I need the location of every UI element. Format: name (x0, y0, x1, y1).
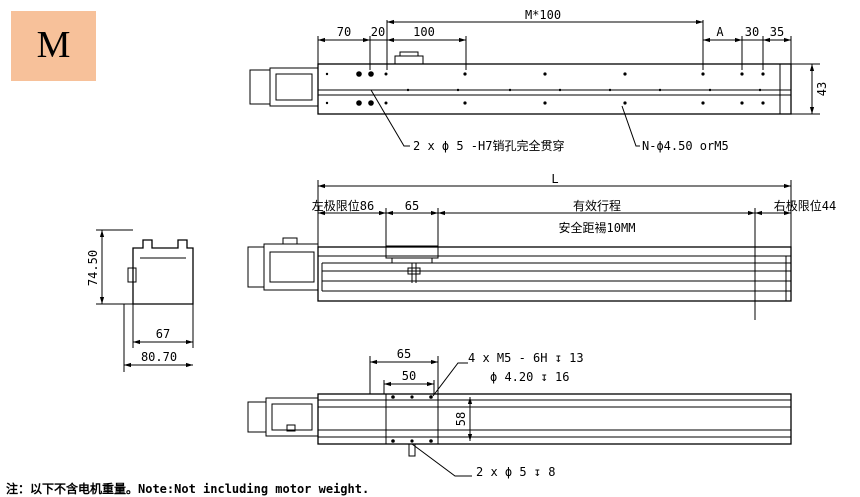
left-limit-label: 左极限位86 (312, 198, 374, 213)
dim-70: 70 (337, 25, 351, 39)
dim-65-side: 65 (405, 199, 419, 213)
model-letter: M (36, 24, 71, 66)
dim-l: L (551, 172, 558, 186)
model-badge: M (11, 11, 96, 81)
footer-note: 注：以下不含电机重量。Note:Not including motor weig… (6, 482, 370, 496)
safe-distance-label: 安全距禓10MM (559, 220, 636, 235)
dim-20: 20 (371, 25, 385, 39)
dim-a: A (716, 25, 724, 39)
top-view (249, 19, 820, 147)
end-view (96, 229, 194, 372)
bottom-view (247, 356, 792, 477)
callout-pin-depth: 2 x ϕ 5 ↧ 8 (476, 465, 555, 479)
dim-end-width: 80.70 (141, 350, 177, 364)
dim-50: 50 (402, 369, 416, 383)
dim-pitch: M*100 (525, 8, 561, 22)
stroke-label: 有效行程 (573, 198, 621, 213)
dim-end-height: 74.50 (86, 250, 100, 286)
dim-100: 100 (413, 25, 435, 39)
callout-pin-hole: 2 x ϕ 5 -H7销孔完全贯穿 (413, 138, 564, 153)
dim-35: 35 (770, 25, 784, 39)
side-view (247, 180, 792, 320)
dim-58: 58 (454, 412, 468, 426)
dim-67: 67 (156, 327, 170, 341)
right-limit-label: 右极限位44 (774, 198, 836, 213)
dim-65-bottom: 65 (397, 347, 411, 361)
dim-30: 30 (745, 25, 759, 39)
dim-43: 43 (815, 82, 829, 96)
callout-drill: ϕ 4.20 ↧ 16 (490, 370, 569, 384)
callout-thread: 4 x M5 - 6H ↧ 13 (468, 351, 584, 365)
callout-mounting-holes: N-ϕ4.50 orM5 (642, 139, 729, 153)
